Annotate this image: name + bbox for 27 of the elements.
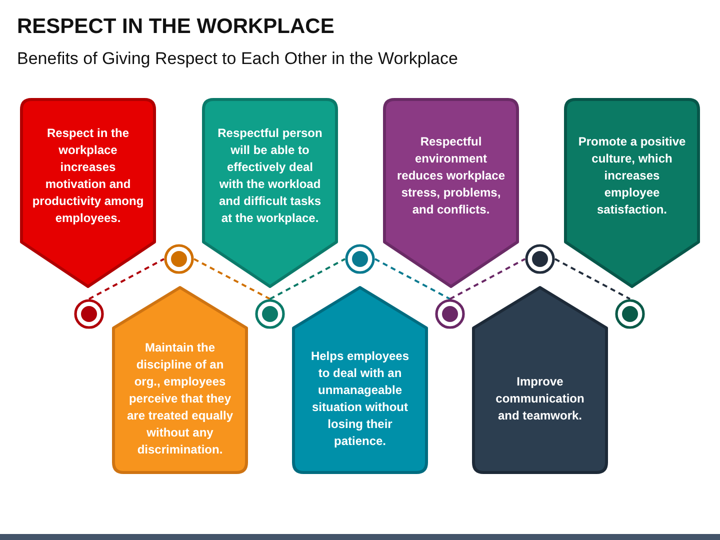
ring-dot-icon xyxy=(435,299,465,329)
card-text: Promote a positive culture, which increases employee satisfaction. xyxy=(577,134,687,218)
dashed-connector xyxy=(374,258,450,300)
card-text: Maintain the discipline of an org., employees perceive that they are treated equally without any discrimination. xyxy=(126,340,234,458)
subtitle: Benefits of Giving Respect to Each Other in the Workplace xyxy=(17,48,458,70)
card-text: Respectful person will be able to effectively deal with the workload and difficult tasks at the workplace. xyxy=(216,125,324,227)
card-text: Helps employees to deal with an unmanageable situation without losing their patience. xyxy=(310,348,410,450)
pentagon-card xyxy=(383,98,519,288)
ring-dot-icon xyxy=(525,244,555,274)
title: RESPECT IN THE WORKPLACE xyxy=(17,14,334,40)
pentagon-card xyxy=(20,98,156,288)
pentagon-card xyxy=(112,286,248,474)
card-text: Respect in the workplace increases motivation and productivity among employees. xyxy=(32,125,144,227)
pentagon-card xyxy=(564,98,700,288)
ring-dot-icon xyxy=(615,299,645,329)
pentagon-card xyxy=(472,286,608,474)
dashed-connector xyxy=(270,258,346,300)
ring-dot-icon xyxy=(255,299,285,329)
dashed-connector xyxy=(450,258,526,300)
ring-dot-icon xyxy=(74,299,104,329)
ring-dot-icon xyxy=(345,244,375,274)
ring-dot-icon xyxy=(164,244,194,274)
pentagon-card xyxy=(292,286,428,474)
dashed-connector xyxy=(194,258,270,300)
card-text: Respectful environment reduces workplace stress, problems, and conflicts. xyxy=(396,134,506,218)
card-text: Improve communication and teamwork. xyxy=(494,374,586,424)
pentagon-card xyxy=(202,98,338,288)
